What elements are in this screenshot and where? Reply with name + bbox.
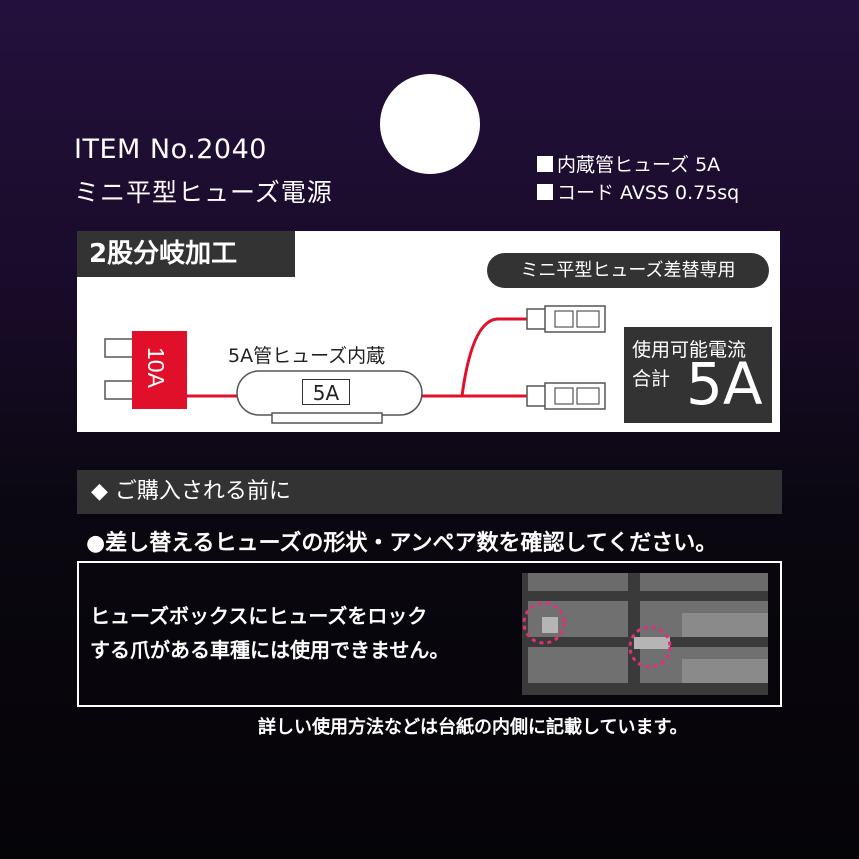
product-name: ミニ平型ヒューズ電源 (74, 178, 333, 207)
inline-fuse-label: 5A管ヒューズ内蔵 (228, 345, 386, 367)
item-number: ITEM No.2040 (74, 134, 267, 165)
footer-note: 詳しい使用方法などは台紙の内側に記載しています。 (258, 717, 688, 738)
spec-cord-text: コード AVSS 0.75sq (557, 182, 740, 204)
inline-fuse-value: 5A (302, 379, 350, 405)
current-label-line1: 使用可能電流 (632, 339, 747, 361)
terminal-upper-icon (526, 305, 606, 333)
hang-hole (380, 74, 480, 174)
fuse-box-illustration (522, 573, 768, 695)
wire-branch-upper (460, 317, 527, 397)
blade-fuse-value: 10A (143, 347, 169, 389)
terminal-lower-icon (526, 382, 606, 410)
square-bullet-icon (537, 156, 553, 172)
blade-fuse-icon: 10A (104, 331, 187, 409)
warning-line2: する爪がある車種には使用できません。 (90, 638, 450, 662)
warning-box (77, 561, 782, 707)
lock-claw-right (634, 637, 670, 649)
current-label-line2: 合計 (632, 368, 671, 390)
highlight-circle-right (628, 625, 672, 669)
dedicated-badge: ミニ平型ヒューズ差替専用 (487, 253, 769, 288)
spec-cord: コード AVSS 0.75sq (537, 178, 739, 205)
current-capacity-box (624, 327, 772, 423)
branch-title: 2股分岐加工 (77, 231, 295, 277)
spec-fuse-text: 内蔵管ヒューズ 5A (557, 154, 721, 176)
warning-line1: ヒューズボックスにヒューズをロック (90, 604, 428, 628)
spec-fuse: 内蔵管ヒューズ 5A (537, 150, 720, 177)
highlight-circle-left (522, 601, 566, 645)
wiring-diagram: 10A (104, 305, 606, 424)
lock-claw-left (542, 617, 558, 633)
current-value: 5A (686, 350, 763, 418)
before-purchase-header: ◆ ご購入される前に (77, 470, 782, 514)
square-bullet-icon (537, 184, 553, 200)
check-note: ●差し替えるヒューズの形状・アンペア数を確認してください。 (86, 531, 718, 556)
